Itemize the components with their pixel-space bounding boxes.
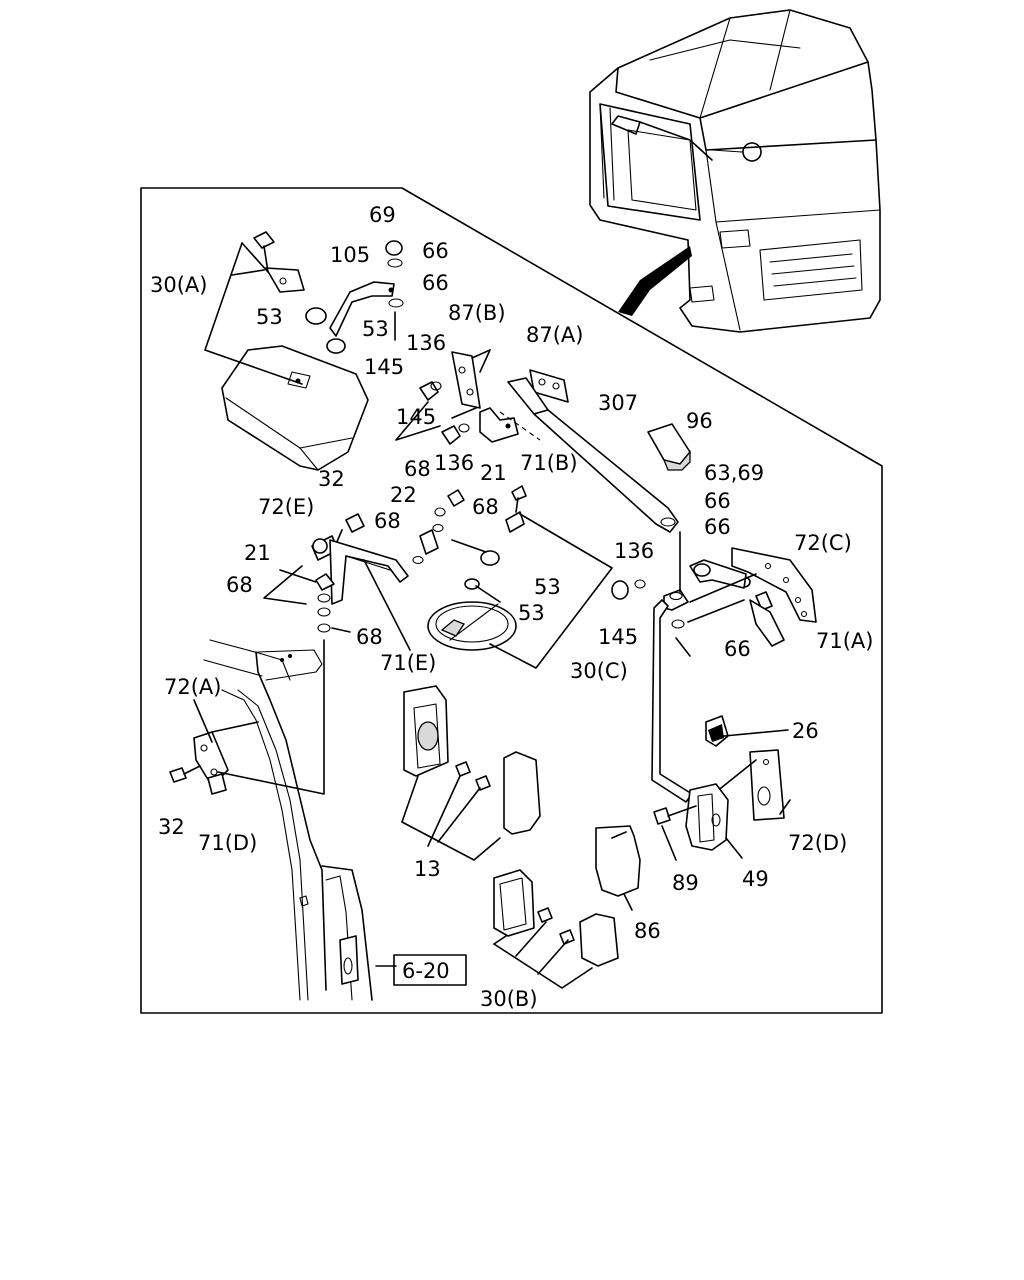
label-53-d: 53 [518, 601, 545, 625]
label-68-a: 68 [404, 457, 431, 481]
label-63-69: 63,69 [704, 461, 764, 485]
label-66-top1: 66 [422, 239, 449, 263]
mirror-30a-group [204, 231, 404, 471]
label-32-b: 32 [158, 815, 185, 839]
label-68-d: 68 [226, 573, 253, 597]
label-32-a: 32 [318, 467, 345, 491]
diagram-frame [140, 187, 883, 1014]
label-30a: 30(A) [150, 273, 207, 297]
label-69: 69 [369, 203, 396, 227]
label-72c: 72(C) [794, 531, 852, 555]
reference-box [393, 954, 467, 986]
label-68-b: 68 [472, 495, 499, 519]
label-145-a: 145 [364, 355, 404, 379]
label-21-b: 21 [244, 541, 271, 565]
label-22: 22 [390, 483, 417, 507]
right-stay-group [595, 531, 817, 911]
label-136-b: 136 [434, 451, 474, 475]
label-87b: 87(B) [448, 301, 506, 325]
label-26: 26 [792, 719, 819, 743]
arm-71e-group [263, 513, 411, 651]
label-72d: 72(D) [788, 831, 847, 855]
label-66-mid1: 66 [704, 489, 731, 513]
label-6-20: 6-20 [402, 959, 450, 983]
label-86: 86 [634, 919, 661, 943]
label-13: 13 [414, 857, 441, 881]
bracket-group-71b [395, 349, 691, 533]
label-136-a: 136 [406, 331, 446, 355]
label-72e: 72(E) [258, 495, 314, 519]
mirror-heads-group [401, 685, 619, 989]
label-87a: 87(A) [526, 323, 583, 347]
door-pillar-group [169, 639, 397, 1001]
label-71b: 71(B) [520, 451, 578, 475]
label-30c: 30(C) [570, 659, 628, 683]
label-136-c: 136 [614, 539, 654, 563]
label-30b: 30(B) [480, 987, 538, 1011]
label-89: 89 [672, 871, 699, 895]
label-53-top2: 53 [362, 317, 389, 341]
label-66-low: 66 [724, 637, 751, 661]
label-105: 105 [330, 243, 370, 267]
label-49: 49 [742, 867, 769, 891]
label-71e: 71(E) [380, 651, 436, 675]
label-72a: 72(A) [164, 675, 221, 699]
label-71d: 71(D) [198, 831, 257, 855]
label-71a: 71(A) [816, 629, 873, 653]
label-145-b: 145 [396, 405, 436, 429]
label-68-e: 68 [356, 625, 383, 649]
label-307: 307 [598, 391, 638, 415]
label-66-top2: 66 [422, 271, 449, 295]
label-53-c: 53 [534, 575, 561, 599]
mirror-30c-group [412, 485, 613, 669]
part-labels: 69 105 66 66 30(A) 53 53 87(B) 87(A) 136… [150, 203, 873, 1011]
label-53-top1: 53 [256, 305, 283, 329]
truck-cab-illustration [589, 9, 881, 333]
label-145-c: 145 [598, 625, 638, 649]
label-96: 96 [686, 409, 713, 433]
label-68-c: 68 [374, 509, 401, 533]
label-21-a: 21 [480, 461, 507, 485]
label-66-mid2: 66 [704, 515, 731, 539]
